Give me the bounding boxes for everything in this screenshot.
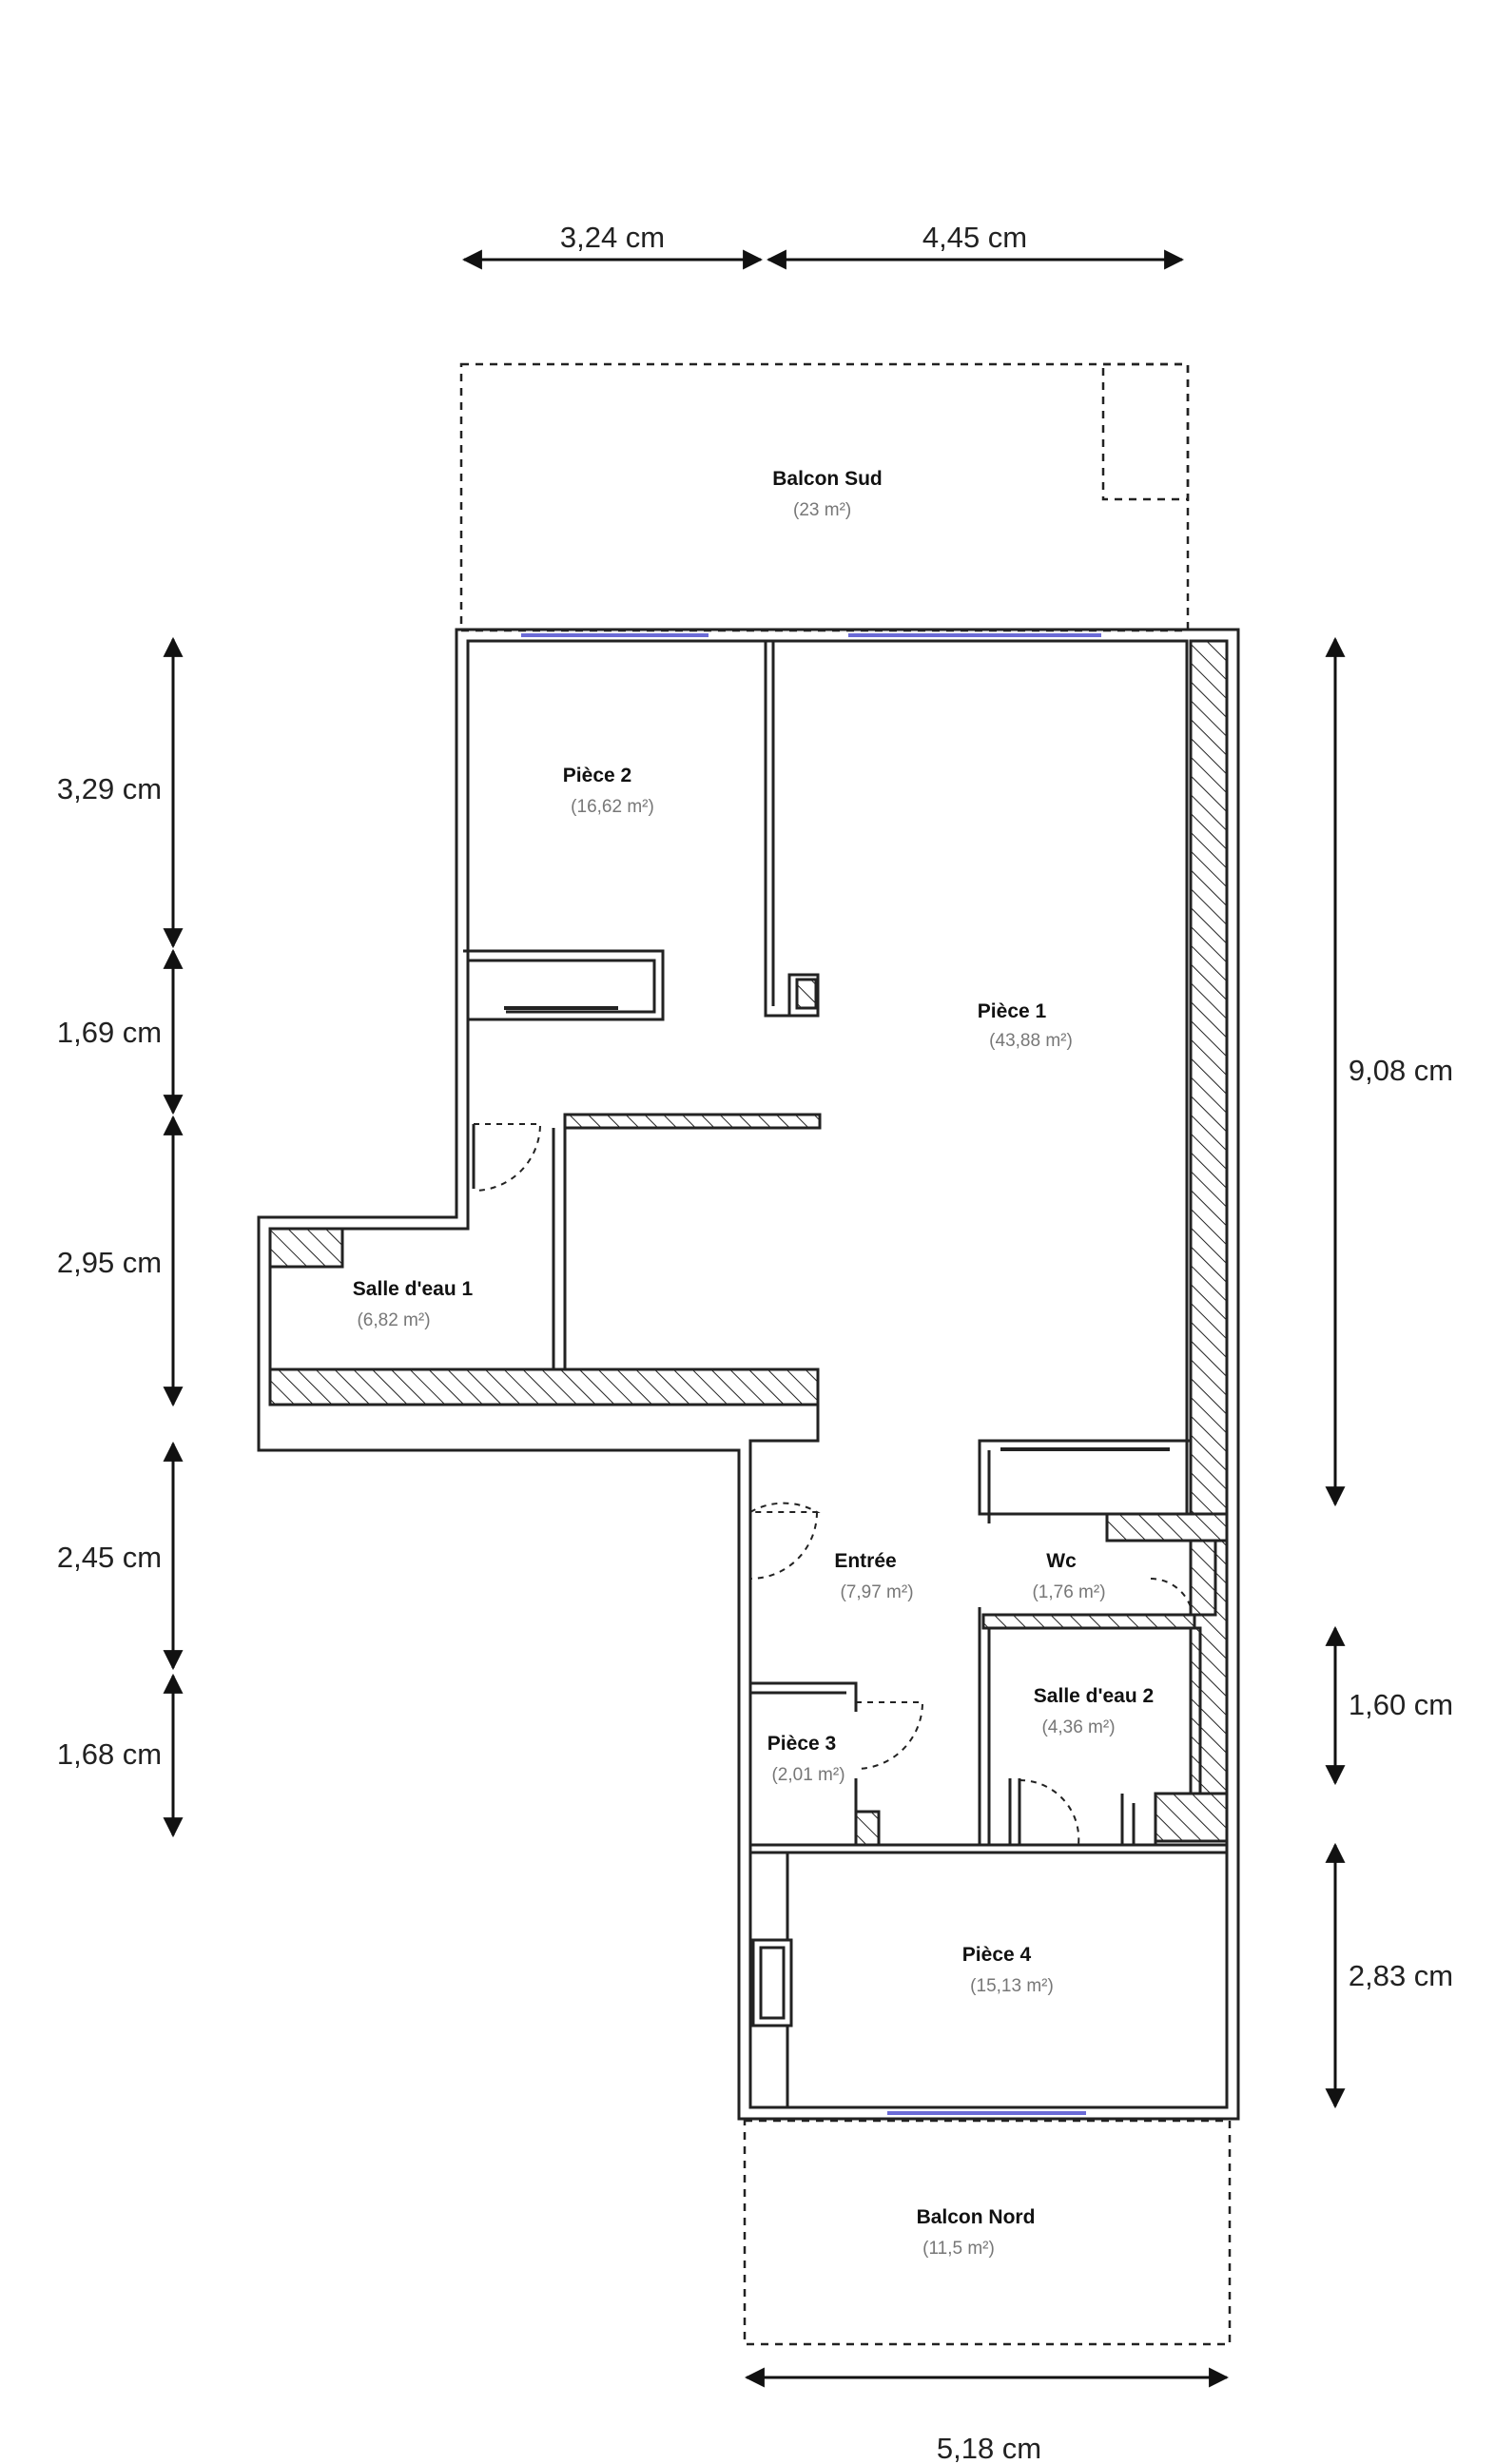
hatched-corridor-wall (563, 1113, 822, 1130)
hatched-p3-corner (854, 1810, 881, 1847)
room-salle-eau-2-name: Salle d'eau 2 (1034, 1685, 1154, 1707)
dimension-lines: 3,24 cm 4,45 cm 3,29 cm 1,69 cm 2,95 cm … (57, 221, 1453, 2464)
hatched-wall-right (1189, 639, 1229, 1833)
door-entree[interactable] (749, 1502, 821, 1580)
walls (257, 628, 1240, 2121)
door-sde1[interactable] (473, 1123, 542, 1192)
balcon-sud (459, 362, 1190, 632)
room-salle-eau-2-area: (4,36 m²) (1041, 1717, 1115, 1737)
hatched-wall-wc (981, 1613, 1196, 1630)
dim-right-label-3: 2,83 cm (1349, 1959, 1453, 1992)
room-piece-4-area: (15,13 m²) (970, 1976, 1054, 1996)
room-balcon-sud-area: (23 m²) (793, 500, 851, 520)
dim-bottom-label: 5,18 cm (937, 2432, 1041, 2464)
room-labels: Balcon Sud (23 m²) Pièce 2 (16,62 m²) Pi… (353, 468, 1154, 2259)
hatched-wall-right-lower (1105, 1512, 1229, 1542)
dim-right-label-1: 9,08 cm (1349, 1054, 1453, 1087)
dim-left-label-3: 2,95 cm (57, 1246, 162, 1279)
room-salle-eau-1-name: Salle d'eau 1 (353, 1278, 474, 1300)
dim-left-label-4: 2,45 cm (57, 1541, 162, 1574)
room-balcon-nord-area: (11,5 m²) (922, 2239, 995, 2259)
room-entree-name: Entrée (834, 1550, 896, 1572)
hatched-pillar (795, 978, 818, 1010)
door-sde2[interactable] (1019, 1778, 1080, 1846)
hatched-sde1-bottom (268, 1368, 820, 1407)
dim-left-label-1: 3,29 cm (57, 772, 162, 805)
dim-top-right-label: 4,45 cm (922, 221, 1027, 254)
room-piece-1-name: Pièce 1 (978, 1000, 1047, 1022)
door-piece3[interactable] (855, 1701, 924, 1770)
room-piece-2-area: (16,62 m²) (571, 797, 654, 817)
dim-left-label-2: 1,69 cm (57, 1016, 162, 1049)
balcon-nord (743, 2119, 1232, 2346)
room-piece-3-name: Pièce 3 (767, 1733, 836, 1755)
room-balcon-nord-name: Balcon Nord (917, 2206, 1036, 2228)
room-entree-area: (7,97 m²) (840, 1582, 913, 1602)
dim-top-left-label: 3,24 cm (560, 221, 665, 254)
door-wc[interactable] (1150, 1578, 1192, 1608)
hatched-wall-sde2 (1154, 1792, 1229, 1843)
room-piece-1-area: (43,88 m²) (989, 1031, 1073, 1051)
room-wc-area: (1,76 m²) (1032, 1582, 1105, 1602)
room-piece-4-name: Pièce 4 (962, 1944, 1032, 1966)
room-salle-eau-1-area: (6,82 m²) (357, 1310, 430, 1330)
dim-left-label-5: 1,68 cm (57, 1737, 162, 1771)
room-piece-3-area: (2,01 m²) (771, 1765, 845, 1785)
room-balcon-sud-name: Balcon Sud (772, 468, 883, 490)
hatched-sde1-corner (268, 1227, 344, 1269)
room-piece-2-name: Pièce 2 (563, 765, 631, 786)
room-wc-name: Wc (1046, 1550, 1077, 1572)
dim-right-label-2: 1,60 cm (1349, 1688, 1453, 1721)
